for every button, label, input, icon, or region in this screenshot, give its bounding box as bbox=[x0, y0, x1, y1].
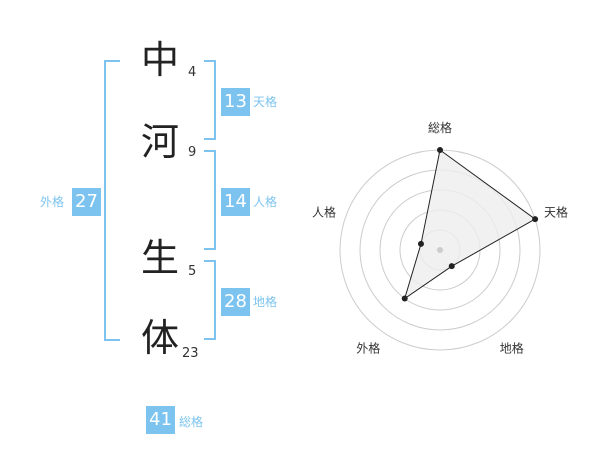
radar-point bbox=[401, 295, 408, 302]
tenkaku-value-badge: 13 bbox=[221, 88, 250, 116]
stroke-count-2: 9 bbox=[188, 145, 197, 160]
radar-center-dot bbox=[437, 247, 443, 253]
jinkaku-label: 人格 bbox=[253, 195, 278, 209]
stroke-count-4: 23 bbox=[182, 346, 199, 361]
gaikaku-value-badge: 27 bbox=[72, 188, 101, 216]
tenkaku-bracket bbox=[204, 60, 216, 140]
soukaku-label: 総格 bbox=[179, 415, 204, 429]
chikaku-value-badge: 28 bbox=[221, 288, 250, 316]
stroke-count-3: 5 bbox=[188, 264, 197, 279]
radar-point bbox=[417, 240, 424, 247]
radar-axis-label: 地格 bbox=[500, 341, 524, 356]
radar-point bbox=[448, 263, 455, 270]
name-char-1: 中 bbox=[140, 38, 179, 82]
radar-point bbox=[437, 147, 443, 153]
gaikaku-bracket bbox=[104, 60, 120, 341]
name-char-3: 生 bbox=[140, 236, 179, 280]
tenkaku-label: 天格 bbox=[253, 95, 278, 109]
chikaku-bracket bbox=[204, 260, 216, 340]
radar-axis-label: 天格 bbox=[544, 204, 568, 219]
radar-points bbox=[401, 147, 539, 302]
stroke-count-1: 4 bbox=[188, 65, 197, 80]
radar-axis-label: 外格 bbox=[356, 341, 380, 356]
name-char-4: 体 bbox=[140, 316, 179, 360]
radar-axis-label: 総格 bbox=[428, 120, 452, 135]
gaikaku-label: 外格 bbox=[40, 195, 65, 209]
jinkaku-value-badge: 14 bbox=[221, 188, 250, 216]
chikaku-label: 地格 bbox=[253, 295, 278, 309]
soukaku-value-badge: 41 bbox=[146, 406, 175, 434]
jinkaku-bracket bbox=[204, 150, 216, 250]
name-char-2: 河 bbox=[140, 120, 179, 164]
radar-polygon bbox=[403, 149, 537, 300]
radar-point bbox=[532, 216, 539, 223]
radar-axis-label: 人格 bbox=[312, 204, 336, 219]
